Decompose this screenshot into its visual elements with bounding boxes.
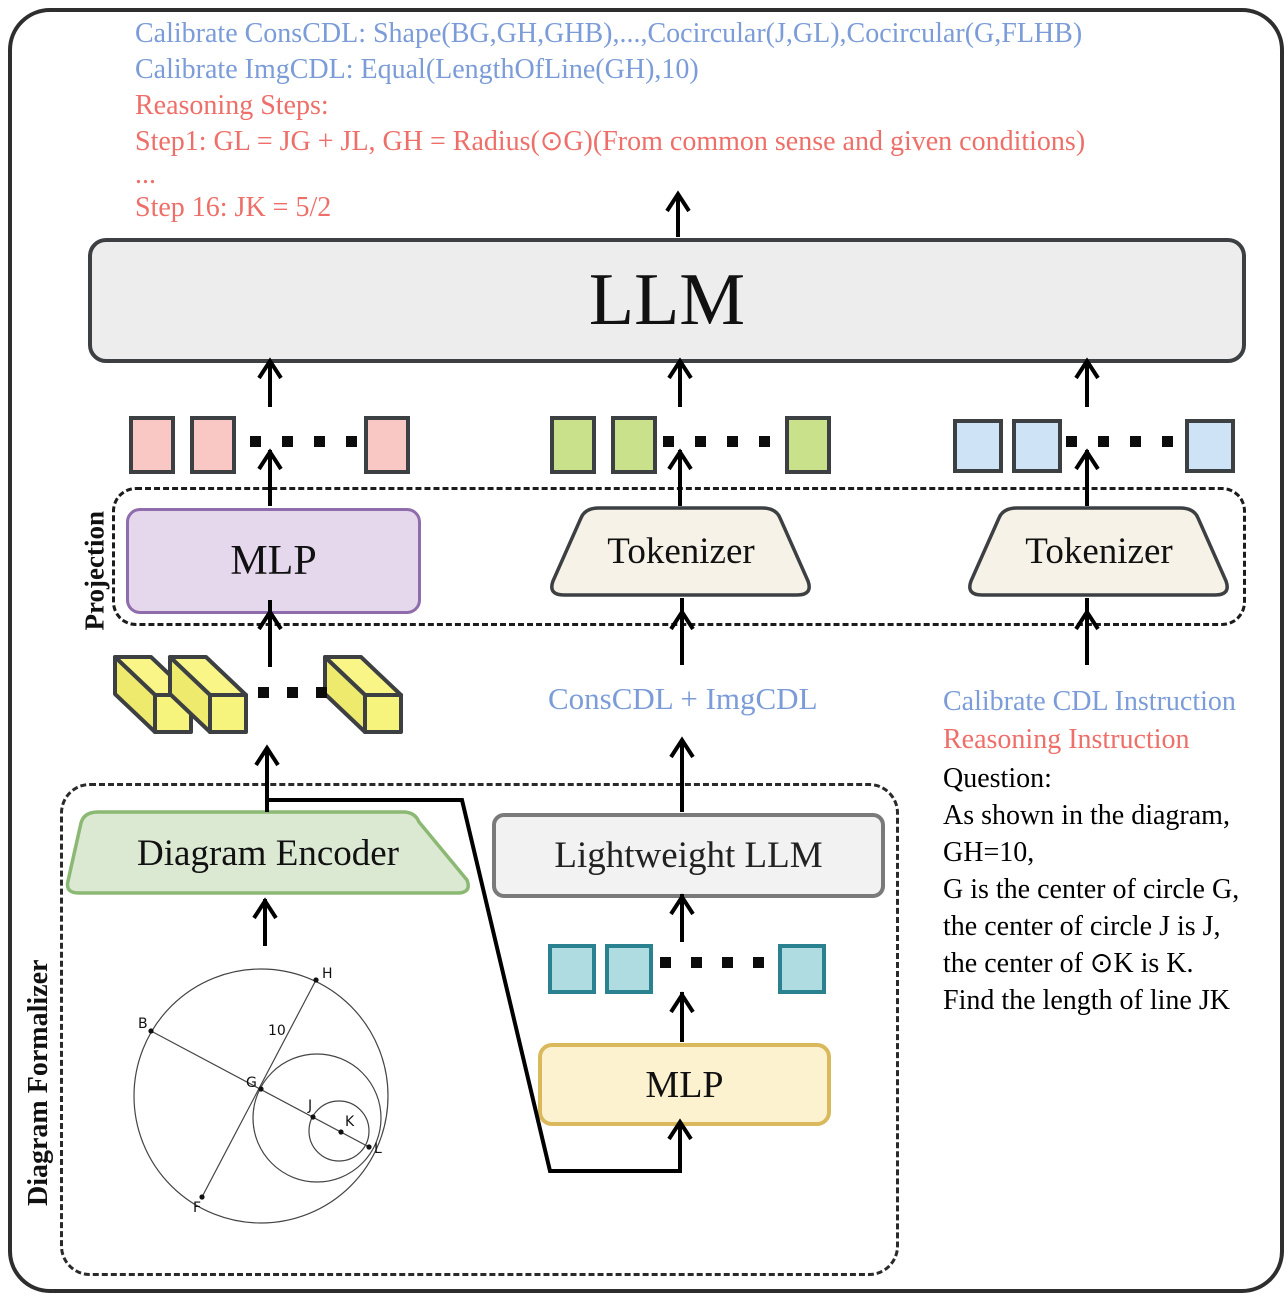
diagram-token xyxy=(778,944,826,994)
embedding-cuboids xyxy=(113,655,403,734)
diagram-encoder-label: Diagram Encoder xyxy=(137,833,399,874)
projection-mlp-box: MLP xyxy=(126,508,421,614)
llm-label: LLM xyxy=(588,259,746,341)
point-label-G: G xyxy=(246,1075,257,1091)
ellipsis-dot xyxy=(314,436,325,447)
formalizer-mlp-box: MLP xyxy=(538,1043,831,1126)
question-line: G is the center of circle G, xyxy=(943,874,1240,905)
reasoning-step16-line: Step 16: JK = 5/2 xyxy=(135,192,332,223)
ellipsis-dot xyxy=(1066,436,1077,447)
ellipsis-dot xyxy=(1098,436,1109,447)
ellipsis-dot xyxy=(1162,436,1173,447)
ellipsis-dot xyxy=(753,957,764,968)
geometry-diagram: H B 10 G J K L F xyxy=(133,966,389,1224)
calibrate-imgcdl-line: Calibrate ImgCDL: Equal(LengthOfLine(GH)… xyxy=(135,54,699,85)
point-label-F: F xyxy=(193,1200,201,1216)
question-line: As shown in the diagram, xyxy=(943,800,1230,831)
visual-token xyxy=(129,416,175,474)
question-block: Question: As shown in the diagram, GH=10… xyxy=(943,760,1278,1019)
ellipsis-dot xyxy=(663,436,674,447)
ellipsis-dot xyxy=(346,436,357,447)
question-line: the center of ⊙K is K. xyxy=(943,948,1194,979)
question-line: GH=10, xyxy=(943,837,1035,868)
instruction-token xyxy=(953,419,1003,473)
tokenizer2-label: Tokenizer xyxy=(1025,531,1173,572)
measure-label-10: 10 xyxy=(268,1023,286,1039)
lightweight-llm-label: Lightweight LLM xyxy=(554,835,823,876)
llm-box: LLM xyxy=(88,238,1246,363)
question-line: Find the length of line JK xyxy=(943,985,1230,1016)
projection-mlp-label: MLP xyxy=(230,538,317,584)
question-title: Question: xyxy=(943,763,1052,794)
ellipsis-dot xyxy=(759,436,770,447)
reasoning-ellipsis: ... xyxy=(135,159,156,190)
instruction-token xyxy=(1185,419,1235,473)
visual-token xyxy=(364,416,410,474)
instruction-token xyxy=(1012,419,1062,473)
point-label-B: B xyxy=(138,1016,148,1032)
ellipsis-dot xyxy=(282,436,293,447)
diagram-formalizer-box xyxy=(60,783,899,1276)
ellipsis-dot xyxy=(1130,436,1141,447)
lightweight-llm-box: Lightweight LLM xyxy=(492,813,885,898)
ellipsis-dot xyxy=(250,436,261,447)
figure-border xyxy=(8,8,1284,1293)
point-label-H: H xyxy=(322,966,333,982)
ellipsis-dot xyxy=(660,957,671,968)
ellipsis-dot xyxy=(722,957,733,968)
cdl-token xyxy=(785,416,831,474)
point-label-J: J xyxy=(307,1098,312,1114)
visual-token xyxy=(190,416,236,474)
cdl-token xyxy=(611,416,657,474)
projection-label: Projection xyxy=(79,511,110,631)
circle-J xyxy=(252,1053,382,1183)
point-label-L: L xyxy=(374,1141,382,1157)
calibrate-instruction-label: Calibrate CDL Instruction xyxy=(943,686,1236,717)
diagram-formalizer-label: Diagram Formalizer xyxy=(23,959,54,1206)
question-line: the center of circle J is J, xyxy=(943,911,1221,942)
cdl-token xyxy=(550,416,596,474)
output-annotation-block: Calibrate ConsCDL: Shape(BG,GH,GHB),...,… xyxy=(135,16,1245,226)
reasoning-step1-line: Step1: GL = JG + JL, GH = Radius(⊙G)(Fro… xyxy=(135,126,1086,157)
tokenizer2-shape xyxy=(968,506,1229,597)
diagram-token xyxy=(605,944,653,994)
conscdl-imgcdl-label: ConsCDL + ImgCDL xyxy=(548,681,818,716)
point-label-K: K xyxy=(345,1114,355,1130)
tokenizer1-shape xyxy=(550,506,811,597)
ellipsis-dot xyxy=(695,436,706,447)
circle-G xyxy=(133,968,389,1224)
formalizer-mlp-label: MLP xyxy=(645,1063,724,1106)
ellipsis-dot xyxy=(727,436,738,447)
calibrate-conscdl-line: Calibrate ConsCDL: Shape(BG,GH,GHB),...,… xyxy=(135,18,1083,49)
ellipsis-dot xyxy=(691,957,702,968)
reasoning-steps-heading: Reasoning Steps: xyxy=(135,90,329,121)
reasoning-instruction-label: Reasoning Instruction xyxy=(943,724,1190,755)
diagram-token xyxy=(548,944,596,994)
tokenizer1-label: Tokenizer xyxy=(607,531,755,572)
